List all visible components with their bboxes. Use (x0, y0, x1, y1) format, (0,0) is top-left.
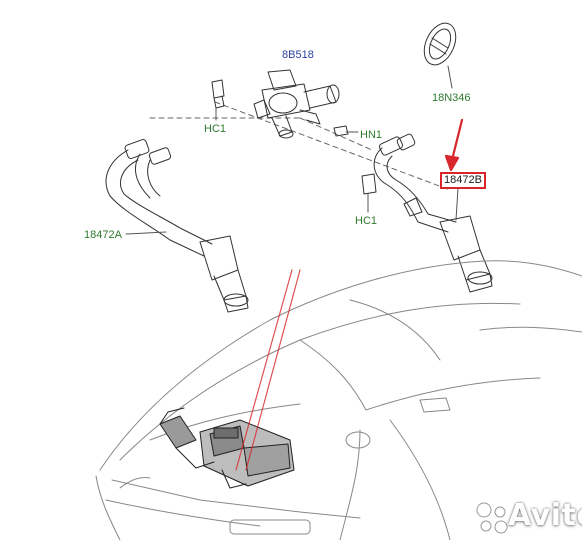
clip-hc1-top-part (211, 79, 225, 109)
avito-watermark: Avito (474, 498, 582, 536)
grommet-part (423, 22, 457, 66)
avito-watermark-text: Avito (508, 498, 582, 533)
label-pump: 8B518 (282, 49, 314, 61)
avito-logo-icon (476, 502, 508, 534)
clip-hc1-lower-part (361, 173, 377, 195)
clip-hn1-part (333, 125, 349, 137)
assembly-guide-lines (149, 101, 451, 191)
highlight-arrow (444, 118, 464, 172)
label-hose-left: 18472A (84, 229, 122, 241)
label-clip-hc1-lower: HC1 (355, 215, 378, 227)
heater-pump-part (253, 69, 340, 139)
label-clip-hn1: HN1 (360, 129, 383, 141)
heater-hose-right-part (373, 133, 493, 293)
location-pointer-lines (235, 269, 301, 471)
heater-hose-left-part (105, 139, 249, 313)
label-clip-hc1-top: HC1 (204, 123, 227, 135)
label-hose-right-highlighted: 18472B (440, 172, 486, 189)
hvac-assembly-location (159, 407, 295, 489)
label-grommet: 18N346 (432, 92, 471, 104)
